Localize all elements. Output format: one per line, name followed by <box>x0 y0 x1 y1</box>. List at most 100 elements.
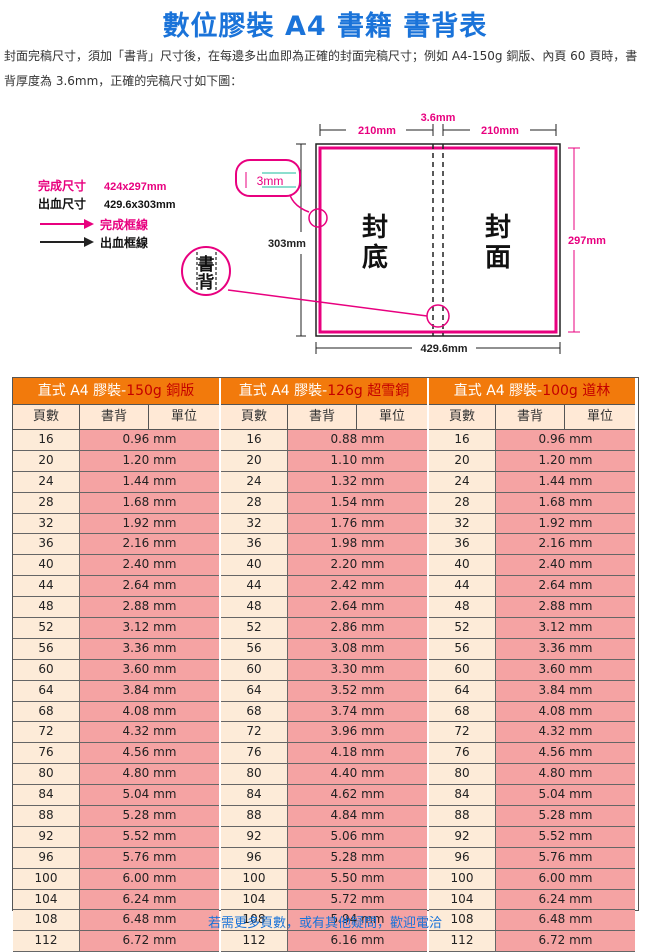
page-count-cell: 80 <box>13 764 80 785</box>
bleed-size-value: 429.6x303mm <box>104 199 176 211</box>
page-count-cell: 16 <box>221 430 288 450</box>
page-count-cell: 28 <box>13 492 80 513</box>
page-count-cell: 64 <box>221 680 288 701</box>
spine-thickness-cell: 3.96 mm <box>288 722 427 743</box>
page-count-cell: 112 <box>13 931 80 952</box>
spine-thickness-cell: 5.76 mm <box>80 847 219 868</box>
page-count-cell: 104 <box>221 889 288 910</box>
page-count-cell: 44 <box>429 576 496 597</box>
page-count-cell: 28 <box>429 492 496 513</box>
page-count-cell: 100 <box>221 868 288 889</box>
spine-thickness-cell: 1.32 mm <box>288 471 427 492</box>
page-count-cell: 96 <box>13 847 80 868</box>
finished-size-label: 完成尺寸 <box>38 178 86 193</box>
page-count-cell: 44 <box>221 576 288 597</box>
page-count-cell: 68 <box>221 701 288 722</box>
page-count-cell: 92 <box>13 826 80 847</box>
spine-thickness-cell: 5.04 mm <box>80 785 219 806</box>
page-count-cell: 56 <box>221 638 288 659</box>
spine-thickness-cell: 0.96 mm <box>496 430 635 450</box>
spine-thickness-cell: 0.88 mm <box>288 430 427 450</box>
spine-thickness-cell: 4.56 mm <box>496 743 635 764</box>
table-header-row: 頁數書背單位 <box>221 405 427 430</box>
page-count-cell: 36 <box>13 534 80 555</box>
spine-thickness-cell: 3.12 mm <box>80 618 219 638</box>
column-header: 單位 <box>586 409 613 424</box>
page-count-cell: 48 <box>221 597 288 618</box>
page-count-cell: 112 <box>429 931 496 952</box>
legend-finished-line: 完成框線 <box>100 217 148 232</box>
table-title-paper: 100g 道林 <box>542 383 611 399</box>
spine-thickness-cell: 5.76 mm <box>496 847 635 868</box>
spine-thickness-cell: 5.94 mm <box>288 910 427 931</box>
page-count-cell: 36 <box>429 534 496 555</box>
page-count-cell: 40 <box>13 555 80 576</box>
spine-thickness-cell: 3.52 mm <box>288 680 427 701</box>
page-count-cell: 108 <box>429 910 496 931</box>
page-count-cell: 60 <box>221 659 288 680</box>
page-count-cell: 20 <box>221 450 288 471</box>
page-count-cell: 92 <box>221 826 288 847</box>
page-count-cell: 88 <box>221 806 288 826</box>
spine-thickness-cell: 4.80 mm <box>80 764 219 785</box>
page-count-cell: 20 <box>429 450 496 471</box>
page-count-cell: 76 <box>429 743 496 764</box>
spine-thickness-cell: 5.28 mm <box>288 847 427 868</box>
spine-thickness-cell: 6.48 mm <box>496 910 635 931</box>
page-count-cell: 16 <box>13 430 80 450</box>
spine-thickness-cell: 3.60 mm <box>496 659 635 680</box>
page-title: 數位膠裝 A4 書籍 書背表 <box>162 11 488 42</box>
page-count-cell: 80 <box>429 764 496 785</box>
page-count-cell: 48 <box>13 597 80 618</box>
spine-thickness-cell: 3.74 mm <box>288 701 427 722</box>
spine-thickness-cell: 1.68 mm <box>80 492 219 513</box>
spine-thickness-cell: 2.40 mm <box>80 555 219 576</box>
table-title-paper: 150g 銅版 <box>126 383 195 399</box>
spine-thickness-cell: 2.64 mm <box>288 597 427 618</box>
spine-thickness-cell: 5.04 mm <box>496 785 635 806</box>
spine-thickness-cell: 6.16 mm <box>288 931 427 952</box>
footer-note: 若需更多頁數，或有其他疑問，歡迎電洽 <box>207 916 442 931</box>
page-count-cell: 84 <box>221 785 288 806</box>
bleed-frame <box>315 143 561 337</box>
spine-thickness-cell: 6.24 mm <box>496 889 635 910</box>
page-count-cell: 52 <box>429 618 496 638</box>
column-header: 書背 <box>496 405 565 429</box>
spine-thickness-cell: 3.30 mm <box>288 659 427 680</box>
page-count-cell: 20 <box>13 450 80 471</box>
spine-thickness-cell: 4.40 mm <box>288 764 427 785</box>
page-count-cell: 92 <box>429 826 496 847</box>
spine-thickness-cell: 2.20 mm <box>288 555 427 576</box>
table-title: 直式 A4 膠裝-150g 銅版 <box>13 378 219 405</box>
page-count-cell: 48 <box>429 597 496 618</box>
page-count-cell: 52 <box>13 618 80 638</box>
intro-text: 封面完稿尺寸，須加「書背」尺寸後，在每邊多出血即為正確的封面完稿尺寸；例如 A4… <box>4 49 638 88</box>
spine-thickness-cell: 1.54 mm <box>288 492 427 513</box>
height-bleed-label: 303mm <box>268 238 306 250</box>
page-count-cell: 96 <box>429 847 496 868</box>
page-count-cell: 84 <box>13 785 80 806</box>
table-title: 直式 A4 膠裝-126g 超雪銅 <box>221 378 427 405</box>
column-header: 頁數 <box>13 405 80 429</box>
